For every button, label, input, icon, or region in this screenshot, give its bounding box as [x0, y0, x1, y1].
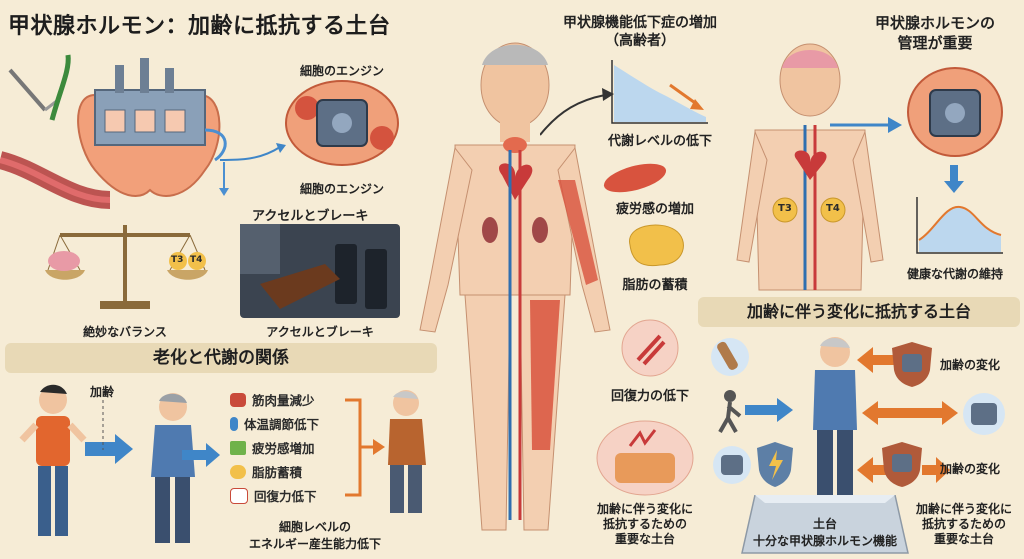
recovery-label: 回復力の低下 [610, 389, 689, 404]
effects-bracket-arrow [345, 398, 385, 497]
balance-t4-label: T4 [190, 255, 203, 265]
torso [454, 144, 576, 296]
metabolism-chart [611, 60, 708, 124]
battery-icon [230, 440, 246, 455]
body-illustration [419, 42, 611, 531]
pedestal-line2: 十分な甲状腺ホルモン機能 [752, 534, 897, 548]
fork-icon [8, 68, 59, 112]
right-heading-line1: 甲状腺ホルモンの [874, 14, 995, 32]
pedestal [741, 495, 909, 554]
brain-icon [48, 251, 80, 271]
aging-label: 加齢 [90, 385, 115, 399]
aging-effects-list: 筋肉量減少 体温調節低下 疲労感増加 脂肪蓄積 回復力低下 [230, 390, 370, 505]
engine-label-bottom: 細胞のエンジン [299, 182, 384, 196]
healthy-metabolism-label: 健康な代謝の維持 [906, 267, 1003, 281]
page-title: 甲状腺ホルモン：加齢に抵抗する土台 [8, 14, 391, 39]
arrow-to-engine-right [830, 117, 902, 133]
foundation-line2: 抵抗するための [602, 517, 687, 531]
cell-engine-illustration [285, 80, 399, 166]
muscle-icon [230, 392, 246, 407]
thyroid-icon [503, 137, 527, 153]
fat-icon [230, 464, 246, 479]
right-banner: 加齢に伴う変化に抵抗する土台 [698, 297, 1020, 327]
effects-caption-line2: エネルギー産生能力低下 [248, 537, 381, 551]
pedestal-line1: 土台 [812, 517, 837, 531]
aging-arrow [85, 434, 133, 464]
thyroid-factory-illustration [0, 54, 229, 209]
balance-caption: 絶妙なバランス [83, 325, 167, 339]
arrow-to-engine [220, 143, 286, 161]
healthy-metabolism-chart [916, 197, 1003, 254]
first-aid-icon [230, 487, 248, 504]
thermometer-icon [230, 416, 238, 431]
balance-scale-illustration [45, 225, 208, 309]
fat-label: 脂肪の蓄積 [622, 278, 688, 293]
foot-line2: 抵抗するための [921, 517, 1006, 531]
young-person-illustration [19, 384, 87, 536]
t4-label: T4 [826, 203, 840, 214]
engine-label-top: 細胞のエンジン [299, 64, 384, 78]
change-label-1: 加齢の変化 [940, 358, 1001, 372]
aging-banner: 老化と代謝の関係 [5, 343, 437, 373]
pedal-heading: アクセルとブレーキ [252, 209, 369, 224]
shield-change-icon-2 [882, 442, 922, 487]
older-person-illustration [151, 393, 195, 543]
elderly-person-illustration [388, 390, 426, 513]
engine-right-icon [963, 393, 1005, 435]
shield-lightning-icon [757, 442, 793, 487]
shield-change-icon-1 [892, 342, 932, 387]
effect-item-temperature: 体温調節低下 [230, 414, 370, 433]
pedal-illustration [240, 224, 400, 318]
engine-mini-icon [713, 446, 751, 484]
cane-hand-icon [711, 338, 749, 376]
recovery-icon [621, 319, 679, 377]
foot-line3: 重要な土台 [933, 532, 994, 546]
effects-caption-line1: 細胞レベルの [278, 520, 351, 534]
t3-label: T3 [778, 203, 792, 214]
metabolism-label: 代謝レベルの低下 [607, 134, 712, 149]
foundation-illustration [596, 420, 694, 496]
effect-item-muscle: 筋肉量減少 [230, 390, 370, 409]
effect-item-fatigue: 疲労感増加 [230, 438, 370, 457]
muscle-illustration [603, 163, 667, 193]
effect-item-recovery: 回復力低下 [230, 486, 370, 505]
healthy-engine-illustration [907, 67, 1003, 157]
pedal-caption: アクセルとブレーキ [266, 325, 374, 339]
foundation-line1: 加齢に伴う変化に [596, 502, 693, 516]
foot-line1: 加齢に伴う変化に [915, 502, 1012, 516]
walking-elder-icon [718, 390, 742, 433]
right-heading-line2: 管理が重要 [897, 34, 973, 52]
balance-t3-label: T3 [171, 255, 184, 265]
center-heading-line2: （高齢者） [605, 33, 675, 49]
fat-illustration [629, 224, 684, 267]
heart-icon [498, 163, 533, 200]
shoe-icon [260, 264, 340, 309]
center-heading-line1: 甲状腺機能低下症の増加 [563, 15, 717, 31]
change-label-2: 加齢の変化 [940, 462, 1001, 476]
healthy-body-illustration [736, 43, 884, 291]
arrow-to-metabolism [540, 88, 614, 136]
foundation-line3: 重要な土台 [614, 532, 675, 546]
standing-elder-illustration [813, 337, 857, 500]
fatigue-label: 疲労感の増加 [615, 202, 694, 217]
effect-item-fat: 脂肪蓄積 [230, 462, 370, 481]
